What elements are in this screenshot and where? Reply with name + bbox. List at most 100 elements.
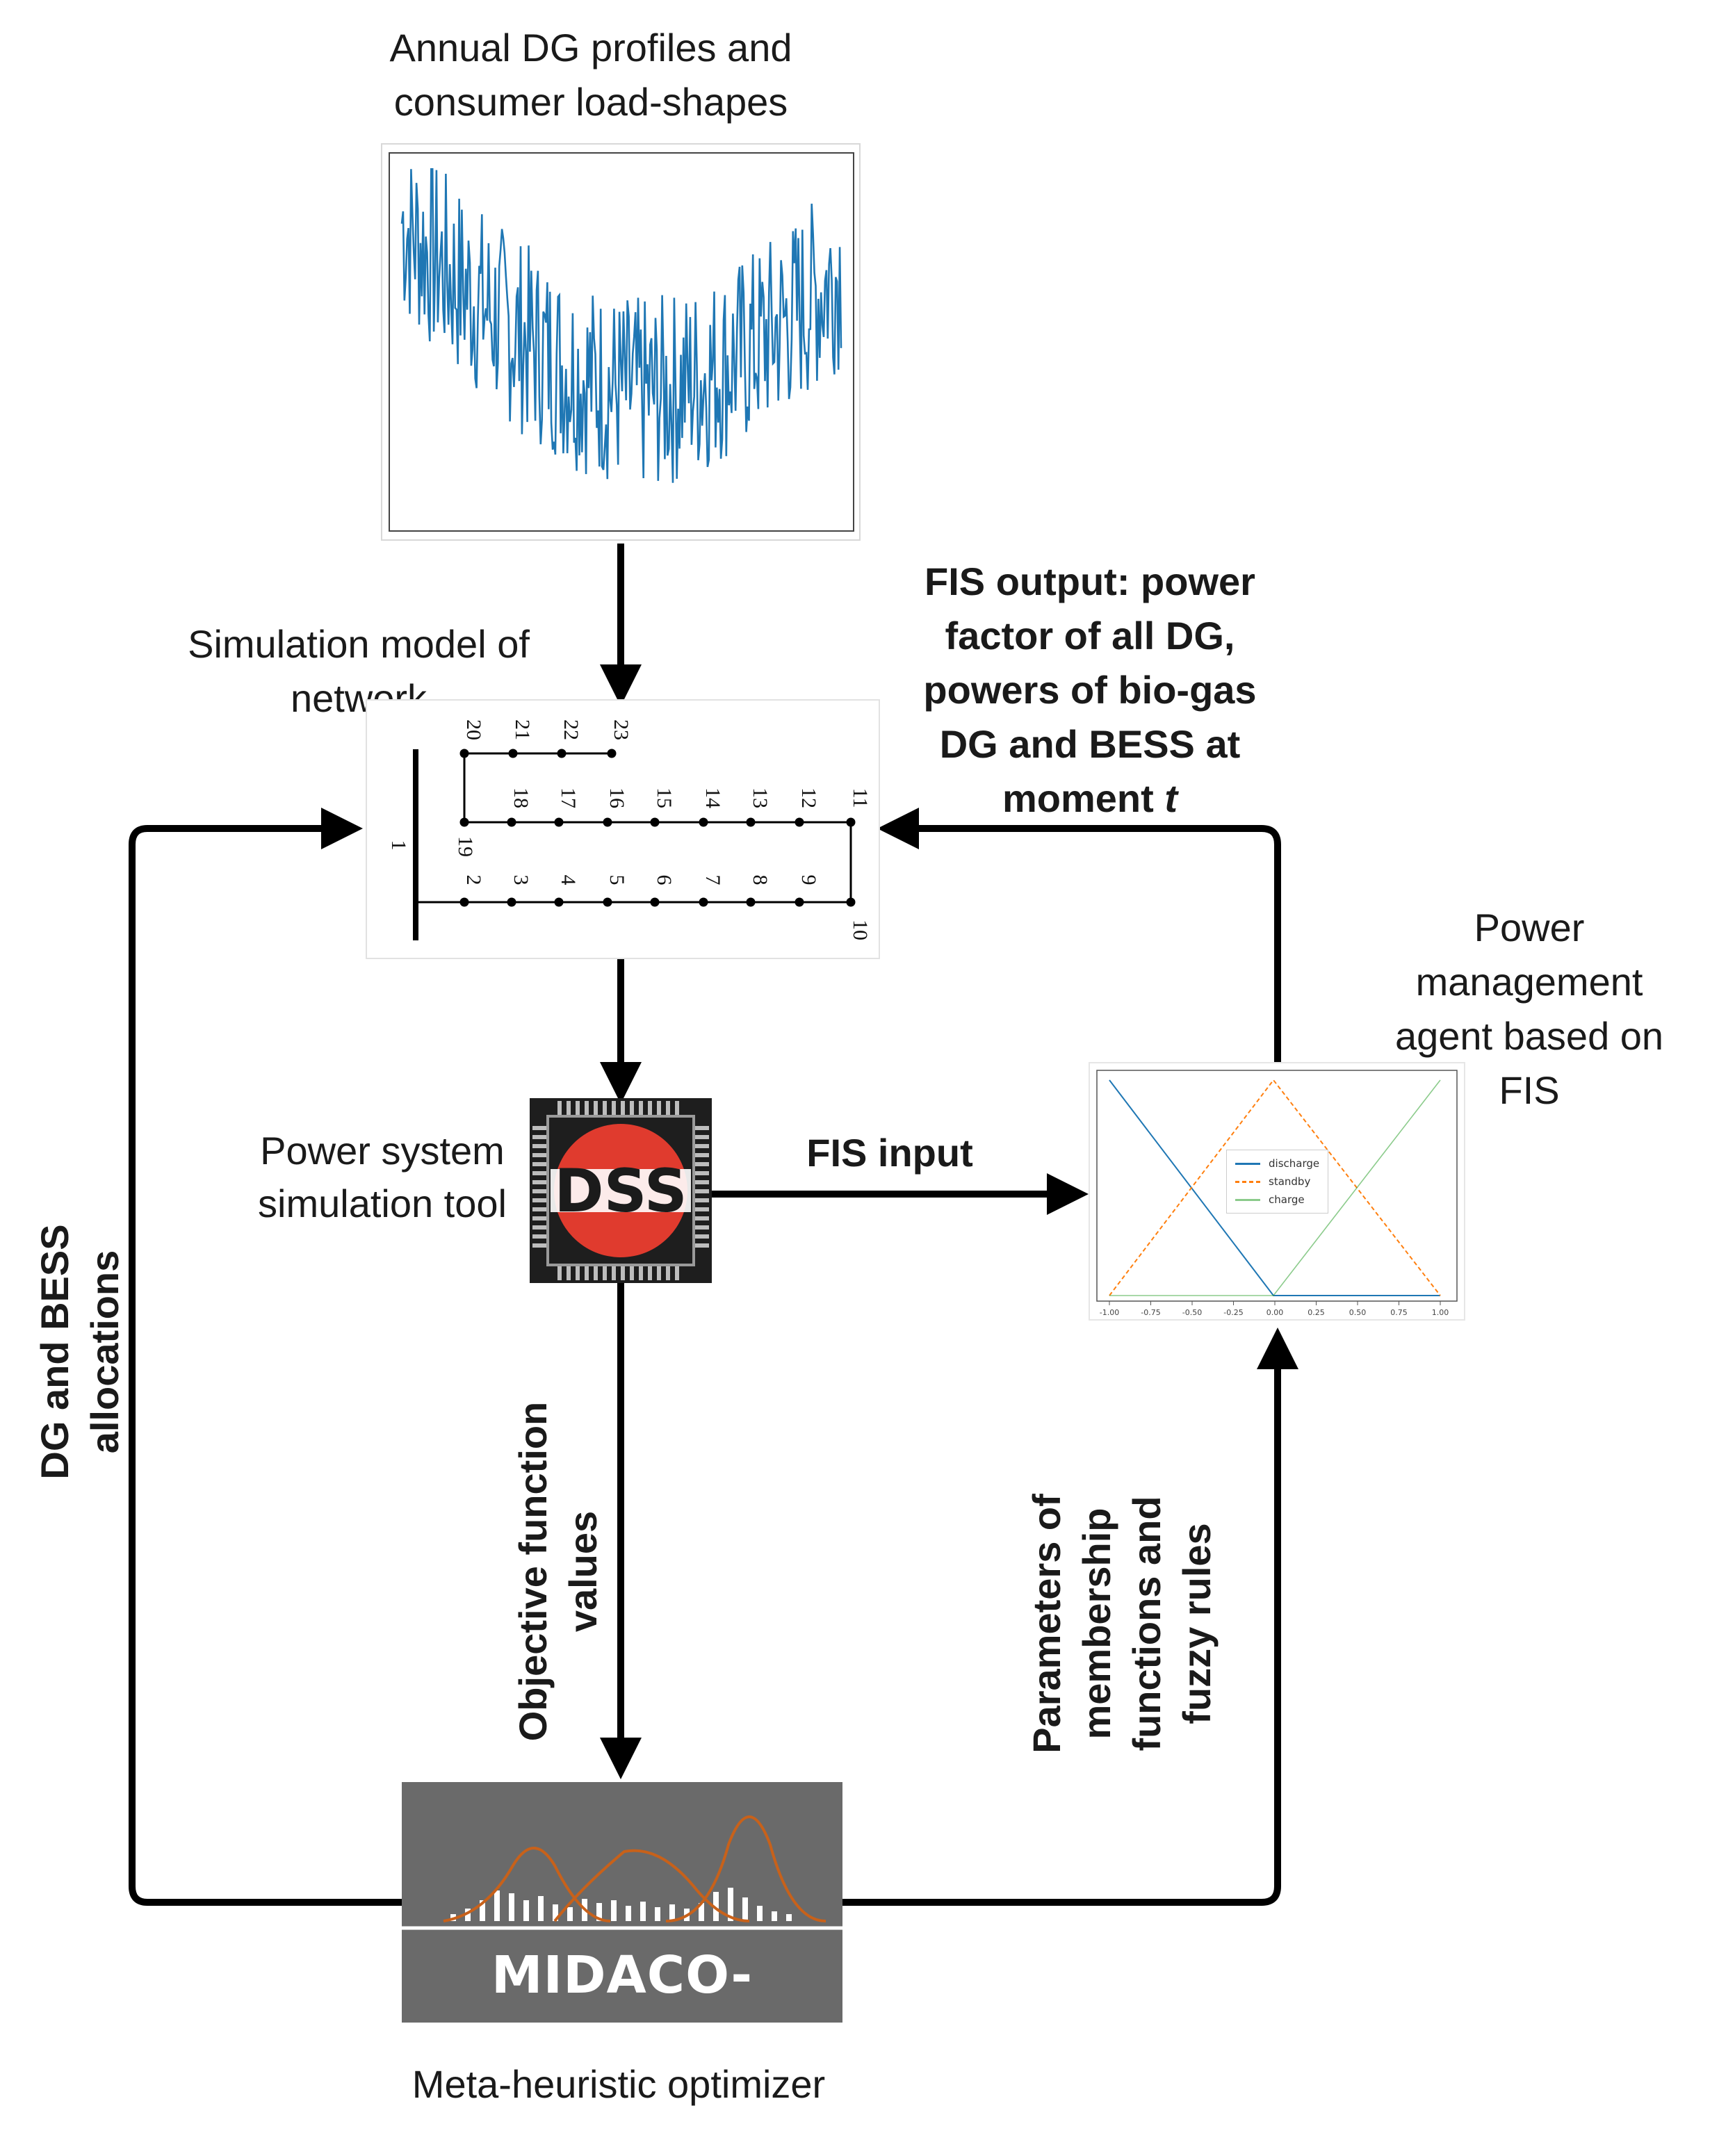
dss-logo-text: DSS — [554, 1157, 687, 1226]
bus-node — [746, 817, 756, 827]
bus-node — [603, 897, 612, 907]
bus-label: 22 — [560, 719, 583, 740]
chip-pin — [675, 1101, 679, 1115]
chip-pin — [695, 1216, 709, 1220]
chip-pin — [532, 1207, 546, 1211]
chip-pin — [666, 1266, 670, 1280]
parameters-membership-label: Parameters of membership functions and f… — [1025, 1494, 1219, 1754]
chip-pin — [621, 1101, 625, 1115]
x-tick-label: 0.75 — [1390, 1308, 1408, 1317]
x-tick-label: 0.25 — [1308, 1308, 1325, 1317]
midaco-bar — [742, 1897, 748, 1921]
midaco-bar — [553, 1904, 558, 1921]
chip-pin — [695, 1225, 709, 1230]
chip-pin — [532, 1225, 546, 1230]
bus-node — [746, 897, 756, 907]
midaco-bar — [757, 1906, 763, 1921]
midaco-bar — [465, 1909, 471, 1921]
bus-label: 6 — [653, 875, 676, 885]
arrow-optimizer-to-network — [129, 808, 402, 1906]
midaco-bar — [611, 1900, 617, 1921]
chip-pin — [594, 1101, 598, 1115]
bus-label: 14 — [701, 787, 724, 808]
bus-node — [507, 897, 516, 907]
chip-pin — [532, 1171, 546, 1175]
bus-node — [507, 817, 516, 827]
chip-pin — [666, 1101, 670, 1115]
midaco-bar — [772, 1911, 777, 1921]
chip-pin — [585, 1101, 589, 1115]
chip-pin — [695, 1207, 709, 1211]
chip-pin — [630, 1266, 634, 1280]
chip-pin — [532, 1135, 546, 1139]
chip-pin — [532, 1243, 546, 1248]
midaco-bar — [655, 1907, 660, 1921]
midaco-bar — [713, 1892, 719, 1921]
chip-pin — [532, 1216, 546, 1220]
chip-pin — [532, 1162, 546, 1166]
bus-label: 12 — [797, 787, 820, 808]
chip-pin — [532, 1234, 546, 1239]
bus-node — [846, 817, 856, 827]
chip-pin — [695, 1135, 709, 1139]
midaco-bar — [509, 1893, 514, 1921]
bus-node — [795, 897, 804, 907]
load-profile-plot — [381, 143, 861, 541]
x-tick-label: 0.00 — [1266, 1308, 1284, 1317]
chip-pin — [695, 1198, 709, 1202]
midaco-curve-2 — [553, 1849, 750, 1922]
chip-pin — [612, 1101, 616, 1115]
bus-node — [699, 817, 708, 827]
chip-pin — [657, 1266, 661, 1280]
bus-node — [650, 817, 660, 827]
chip-pin — [695, 1189, 709, 1193]
chip-pin — [695, 1162, 709, 1166]
bus-label: 10 — [849, 920, 872, 940]
x-tick-label: -0.50 — [1182, 1308, 1202, 1317]
bus-node — [846, 897, 856, 907]
midaco-bar — [480, 1900, 485, 1921]
bus-node — [650, 897, 660, 907]
opendss-logo: DSS — [530, 1098, 712, 1283]
midaco-bar — [538, 1896, 544, 1921]
bus-node — [554, 817, 564, 827]
legend-discharge: discharge — [1235, 1154, 1319, 1173]
objective-function-label: Objective function values — [511, 1401, 605, 1742]
chip-pin — [648, 1101, 652, 1115]
bus-label: 17 — [557, 787, 580, 808]
midaco-bar — [669, 1904, 675, 1921]
bus-node — [795, 817, 804, 827]
bus-label: 19 — [454, 836, 477, 857]
chip-pin — [532, 1189, 546, 1193]
chip-pin — [532, 1198, 546, 1202]
chip-pin — [603, 1101, 607, 1115]
chip-pin — [603, 1266, 607, 1280]
chip-pin — [648, 1266, 652, 1280]
x-tick-label: -1.00 — [1100, 1308, 1119, 1317]
bus-label: 9 — [797, 875, 820, 885]
bus-label: 23 — [610, 719, 633, 740]
chip-pin — [576, 1101, 580, 1115]
chip-pin — [532, 1126, 546, 1130]
chip-pin — [695, 1243, 709, 1248]
midaco-bar — [596, 1903, 602, 1921]
bus-label: 11 — [849, 788, 872, 808]
bus-node — [607, 749, 617, 758]
midaco-curve-1 — [443, 1847, 611, 1922]
chip-pin — [567, 1101, 571, 1115]
chip-pin — [695, 1144, 709, 1148]
bus-node — [557, 749, 567, 758]
midaco-bar — [494, 1890, 500, 1921]
arrow-fis-to-network — [877, 808, 1281, 1062]
midaco-bar — [786, 1914, 792, 1921]
power-system-tool-label: Power system simulation tool — [258, 1129, 507, 1225]
chip-pin — [639, 1266, 643, 1280]
x-tick-label: -0.75 — [1141, 1308, 1160, 1317]
fis-output-label: FIS output: power factor of all DG, powe… — [868, 555, 1312, 826]
bus-node — [603, 817, 612, 827]
chip-pin — [532, 1180, 546, 1184]
bus-label: 1 — [387, 840, 410, 851]
